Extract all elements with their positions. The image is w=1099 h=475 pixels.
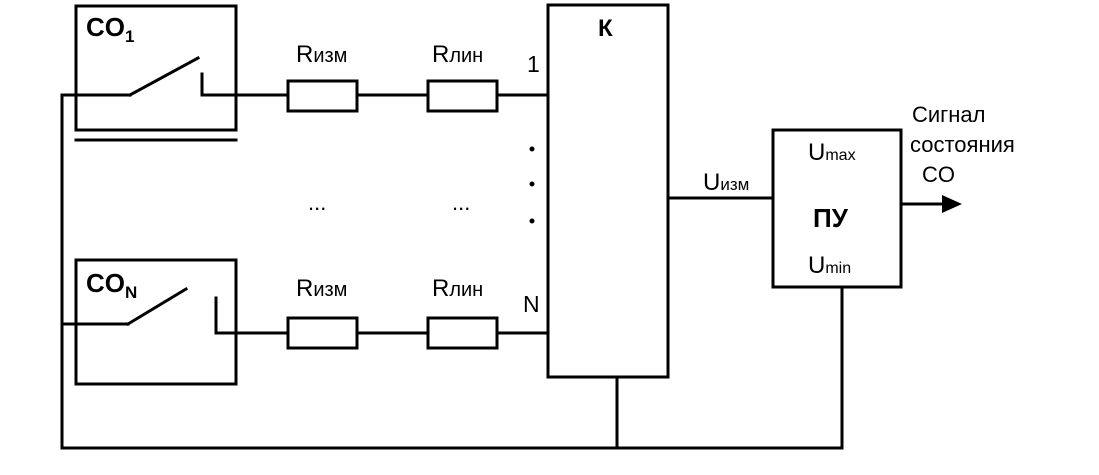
commutator-box <box>546 3 670 379</box>
resistor-measure-n <box>286 316 359 350</box>
input-1-label: 1 <box>527 51 540 77</box>
output-signal-label: Сигнал состояния CO <box>910 102 1015 187</box>
commutator-label: К <box>598 15 613 42</box>
common-return-wire <box>60 93 844 450</box>
ellipsis-resistor-measure: ... <box>308 190 326 215</box>
measured-voltage-label: Uизм <box>703 169 749 196</box>
sensor-co1-box <box>74 4 238 132</box>
ellipsis-resistor-line: ... <box>452 190 470 215</box>
output-arrow <box>899 195 962 213</box>
resistor-line-1 <box>426 79 499 113</box>
umin-label: Umin <box>808 252 851 279</box>
output-signal-line1: Сигнал <box>912 102 985 127</box>
resistor-line-n-label: Rлин <box>432 275 483 302</box>
input-n-label: N <box>523 291 540 317</box>
sensor-co1-label: CO1 <box>86 12 134 46</box>
sensor-co1: CO1 <box>60 4 290 142</box>
sensor-con-box <box>74 258 238 386</box>
processing-unit: Umax ПУ Umin <box>771 128 903 289</box>
umax-label: Umax <box>808 139 856 166</box>
resistor-measure-1 <box>286 79 359 113</box>
processing-unit-label: ПУ <box>813 203 849 233</box>
output-signal-line2: состояния <box>910 132 1015 157</box>
branch-1: Rизм Rлин 1 <box>286 41 550 113</box>
processing-unit-box <box>771 128 903 289</box>
sensor-co1-switch <box>60 55 290 98</box>
vertical-ellipsis <box>529 146 535 224</box>
output-signal-line3: CO <box>922 162 955 187</box>
commutator: К <box>546 3 670 379</box>
sensor-con: CON <box>60 258 290 386</box>
resistor-measure-1-label: Rизм <box>296 41 347 68</box>
resistor-measure-n-label: Rизм <box>296 275 347 302</box>
sensor-con-label: CON <box>86 268 137 302</box>
sensor-con-switch <box>60 286 290 335</box>
resistor-line-1-label: Rлин <box>432 41 483 68</box>
branch-n: Rизм Rлин N <box>286 275 550 350</box>
resistor-line-n <box>426 316 499 350</box>
